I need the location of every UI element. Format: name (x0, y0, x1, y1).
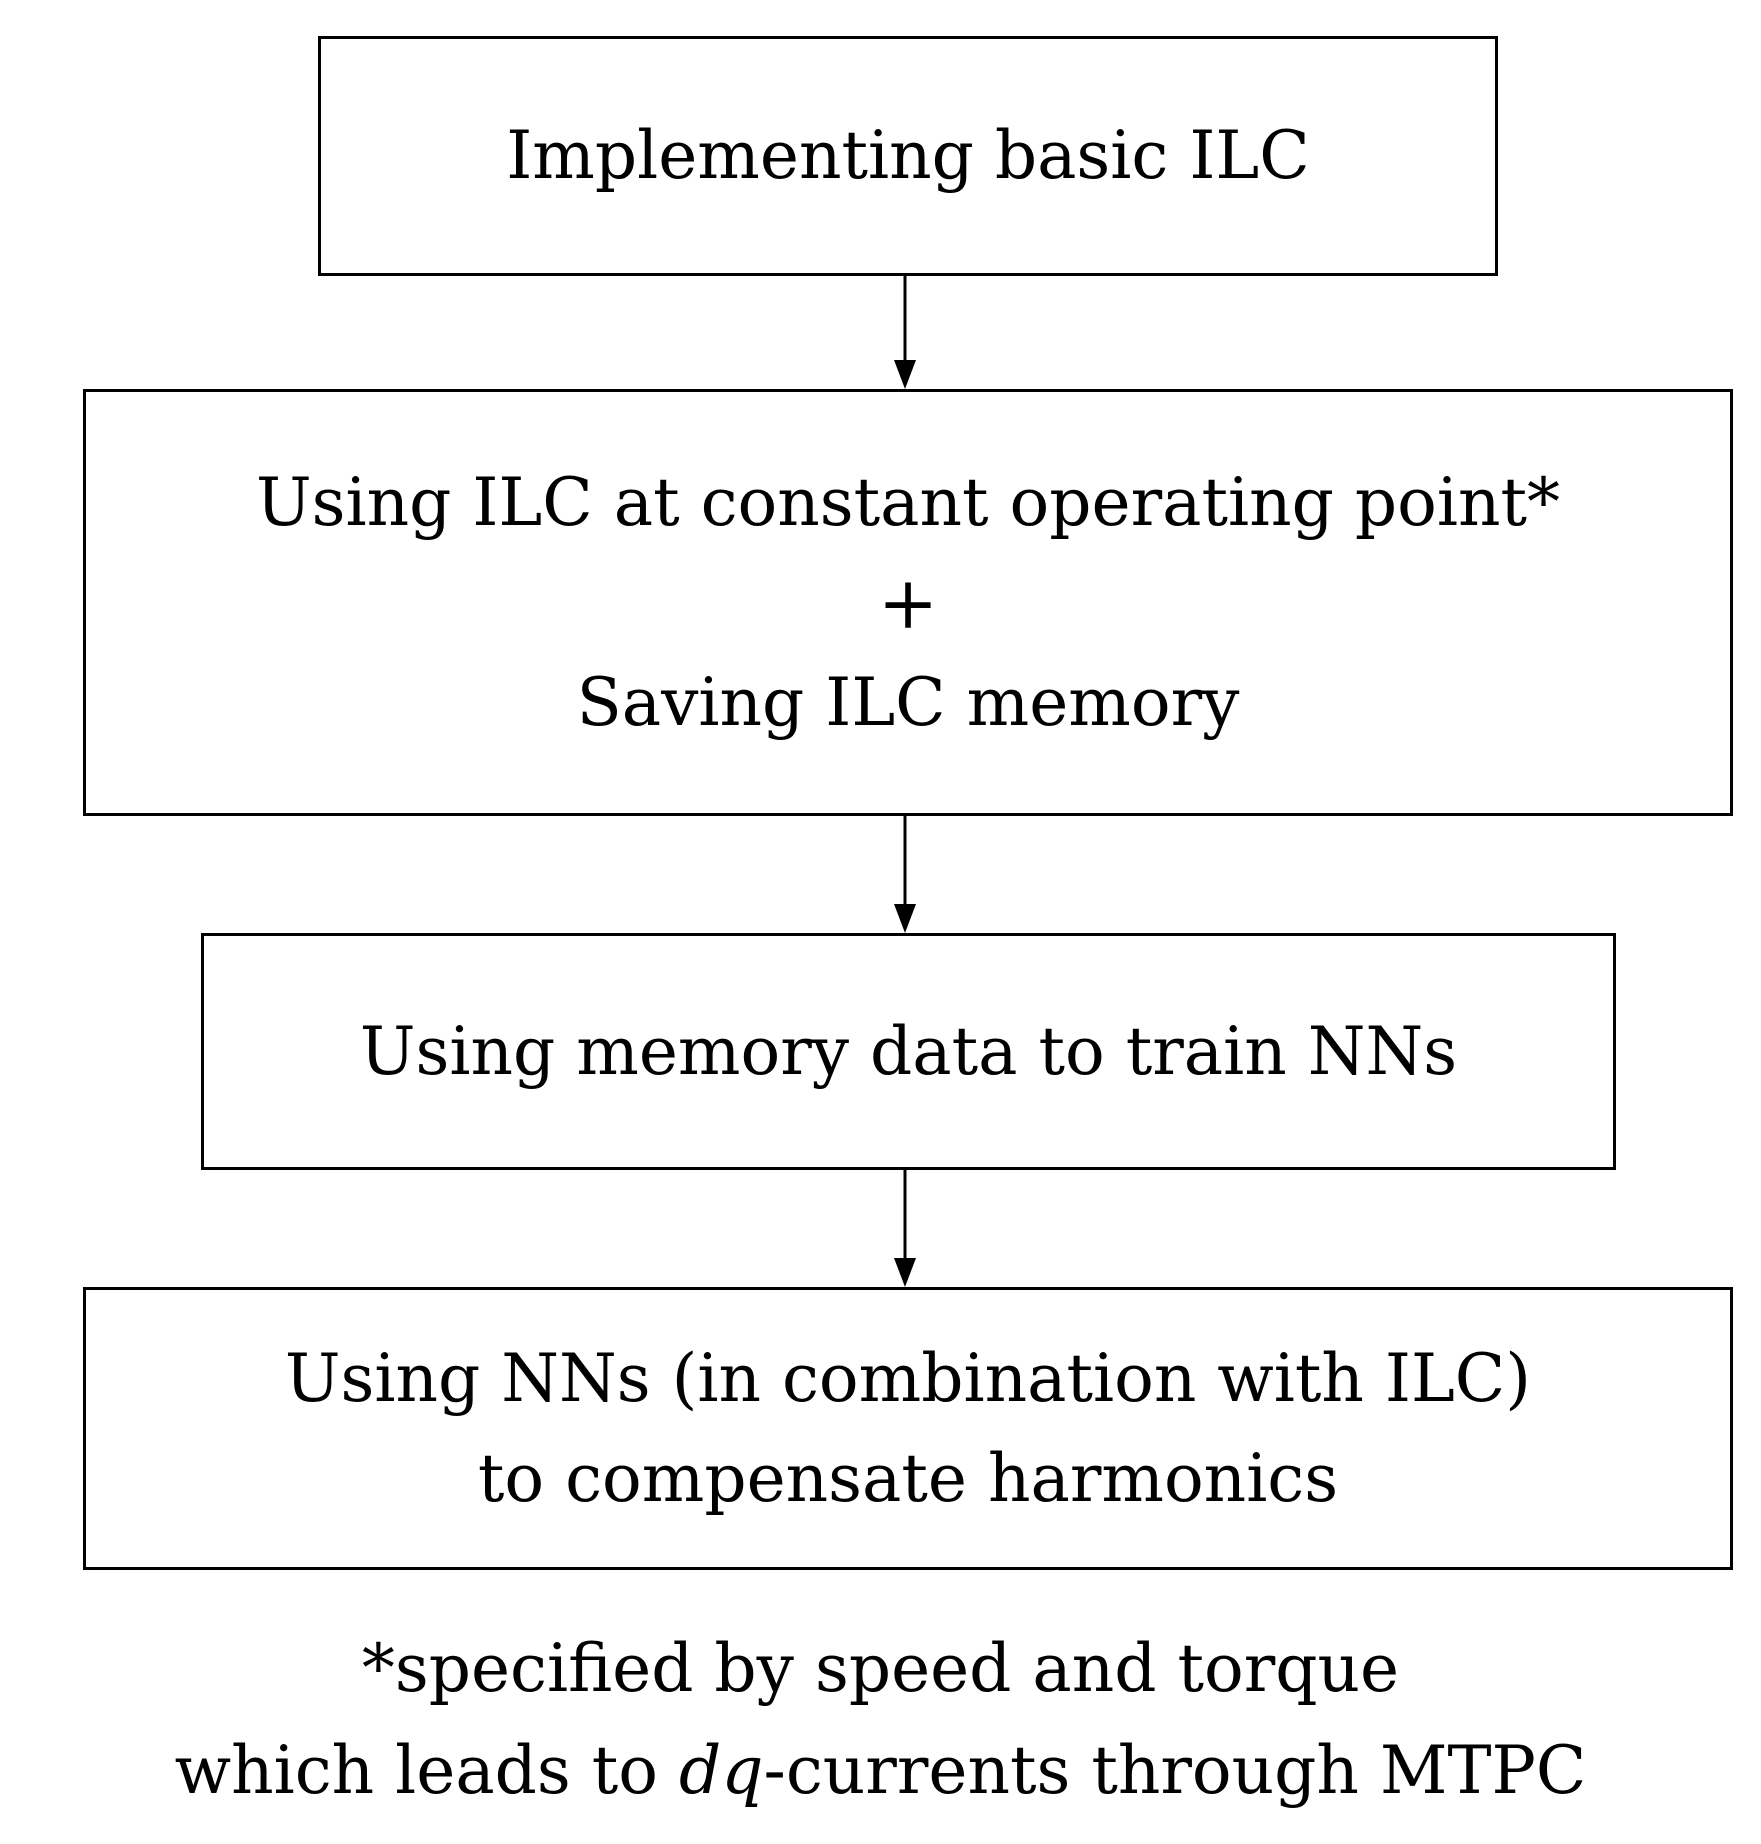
step-4-text-line-2: to compensate harmonics (477, 1439, 1339, 1517)
step-2-text-line-1: Using ILC at constant operating point* (256, 463, 1560, 541)
arrow-step-1-to-2 (894, 276, 916, 389)
footnote-line-2-end: -currents through MTPC (763, 1732, 1587, 1809)
footnote: *specified by speed and torque which lea… (0, 1618, 1761, 1822)
step-2-box: Using ILC at constant operating point* +… (83, 389, 1733, 816)
step-4-box: Using NNs (in combination with ILC) to c… (83, 1287, 1733, 1570)
arrow-step-2-to-3 (894, 816, 916, 933)
step-1-box: Implementing basic ILC (318, 36, 1498, 276)
step-1-text: Implementing basic ILC (506, 117, 1310, 194)
footnote-line-2-start: which leads to (174, 1732, 680, 1809)
step-3-text: Using memory data to train NNs (359, 1012, 1458, 1090)
arrow-step-3-to-4 (894, 1170, 916, 1287)
step-4-text-line-1: Using NNs (in combination with ILC) (284, 1339, 1532, 1417)
step-2-text-line-2: Saving ILC memory (576, 663, 1240, 741)
footnote-line-2: which leads to dq-currents through MTPC (0, 1720, 1761, 1822)
step-2-plus-sign: + (877, 560, 939, 645)
footnote-line-1: *specified by speed and torque (361, 1630, 1400, 1707)
footnote-dq-term: dq (679, 1732, 764, 1809)
step-3-box: Using memory data to train NNs (201, 933, 1616, 1170)
